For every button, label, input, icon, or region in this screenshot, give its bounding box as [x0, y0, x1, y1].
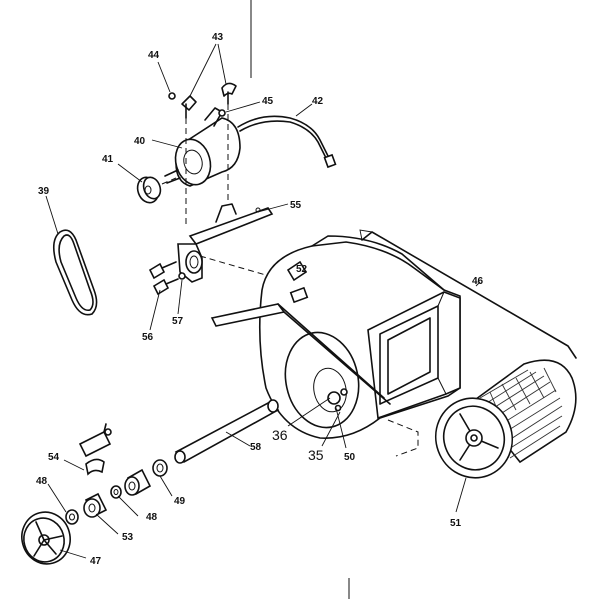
callout-49: 49 [174, 496, 186, 507]
motor-wire-2 [239, 120, 329, 163]
motor-mount-bracket [177, 203, 274, 283]
callout-45: 45 [262, 96, 274, 107]
callout-46: 46 [472, 276, 484, 287]
bearing-bracket-54 [78, 423, 112, 476]
callout-57: 57 [172, 316, 184, 327]
bolt-56a [148, 261, 177, 280]
blower-wheel [434, 359, 577, 479]
blower-shaft [174, 399, 280, 464]
callout-44: 44 [148, 50, 160, 61]
tab-mark: 52 [296, 264, 308, 275]
wire-connector [323, 153, 337, 169]
drive-belt [52, 229, 98, 316]
callout-53: 53 [122, 532, 134, 543]
bearing-53 [83, 492, 108, 518]
callout-51: 51 [450, 518, 462, 529]
callout-55: 55 [290, 200, 302, 211]
callout-35: 35 [308, 447, 324, 463]
bracket-46 [361, 231, 577, 359]
drive-belt-inner [58, 234, 94, 312]
bearing-49 [124, 468, 152, 496]
callout-47: 47 [90, 556, 102, 567]
callout-43: 43 [212, 32, 224, 43]
blower-pulley [21, 511, 71, 565]
washer-48 [110, 485, 122, 499]
mount-clip-left [181, 95, 197, 119]
callout-50: 50 [344, 452, 356, 463]
blower-housing [210, 235, 461, 439]
assembly-line [199, 255, 291, 283]
callout-48-left: 48 [36, 476, 48, 487]
assembly-line [387, 419, 419, 457]
motor-pulley [136, 176, 162, 204]
callout-39: 39 [38, 186, 50, 197]
callout-58: 58 [250, 442, 262, 453]
assembly-line [161, 177, 177, 185]
washer-57 [178, 272, 186, 280]
callout-56: 56 [142, 332, 154, 343]
bolt-56b [152, 278, 179, 296]
callout-41: 41 [102, 154, 114, 165]
callout-40: 40 [134, 136, 146, 147]
mount-clip-right [221, 82, 237, 105]
washer-48b [65, 509, 79, 525]
callout-48-right: 48 [146, 512, 158, 523]
callout-54: 54 [48, 452, 60, 463]
collar-49 [152, 459, 168, 477]
callout-36: 36 [272, 427, 288, 443]
callout-42: 42 [312, 96, 324, 107]
leader-lines [45, 43, 481, 559]
motor [164, 107, 241, 187]
nut-45 [218, 109, 226, 117]
screw-44 [168, 92, 176, 100]
motor-wire [237, 115, 331, 161]
